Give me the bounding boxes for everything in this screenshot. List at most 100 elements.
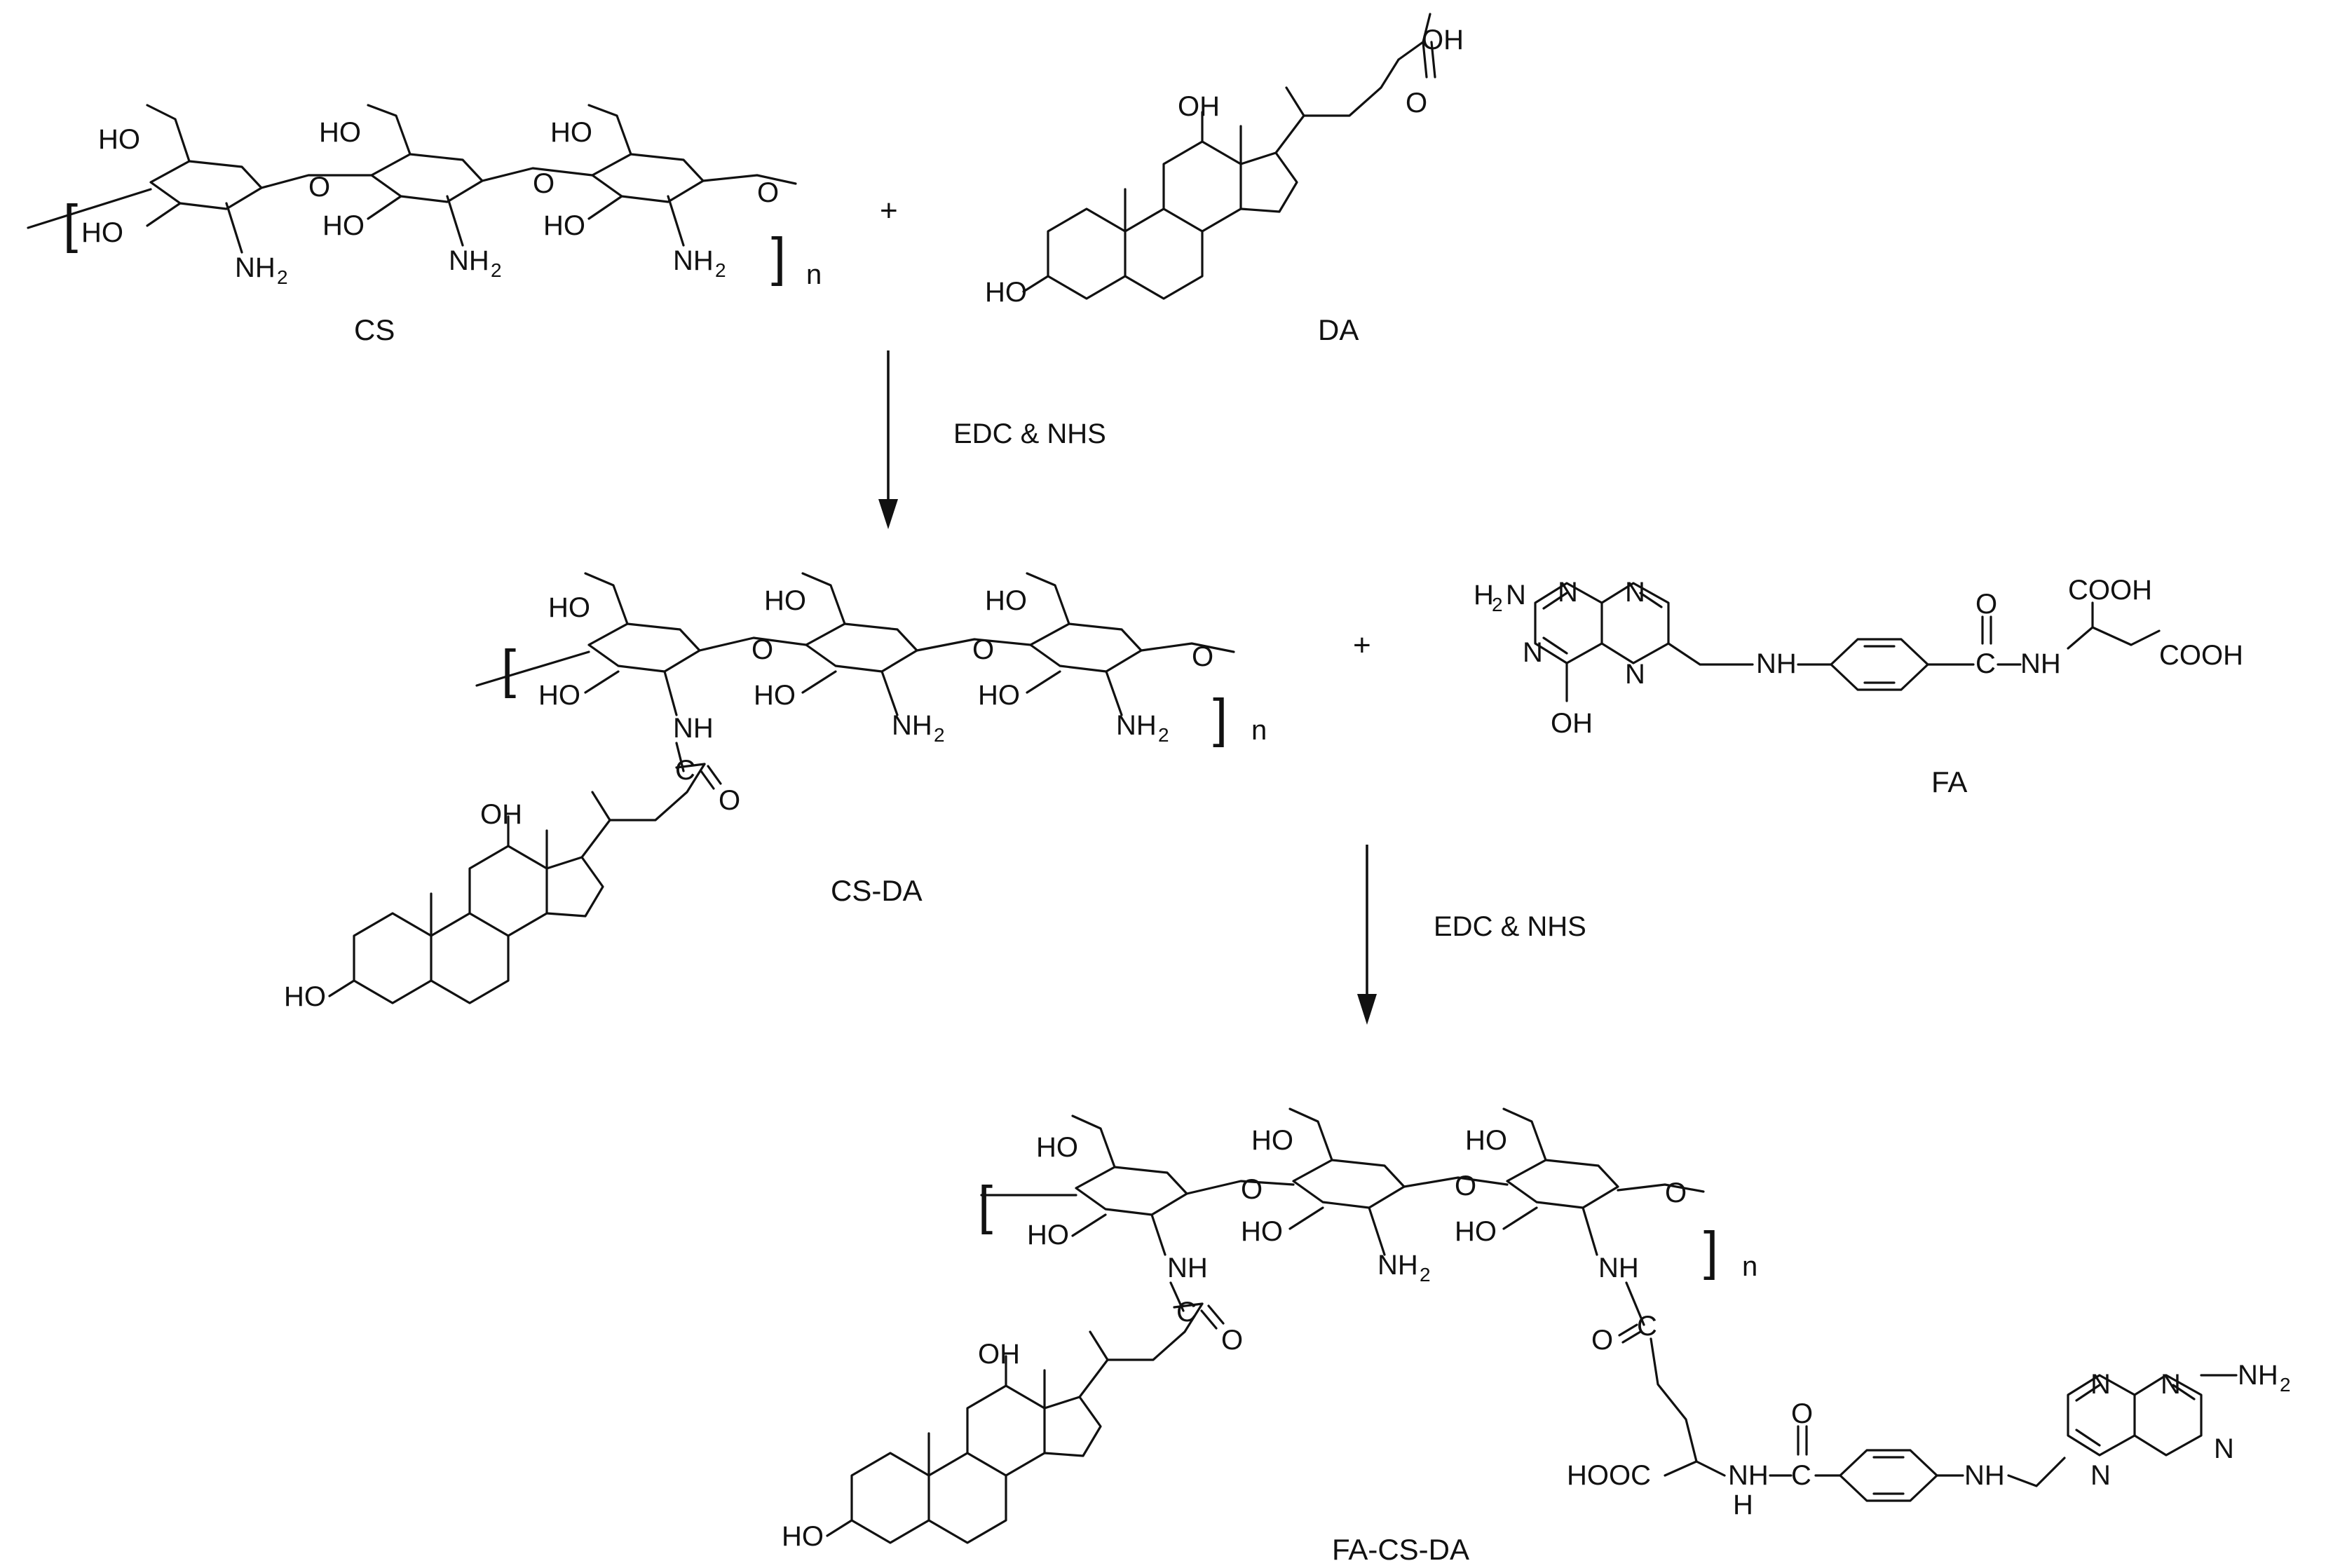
svg-text:NH: NH <box>235 252 276 283</box>
bracket-left: [ <box>978 1175 993 1235</box>
svg-text:O: O <box>308 172 330 203</box>
svg-text:O: O <box>533 168 555 199</box>
svg-text:NH: NH <box>1167 1253 1208 1283</box>
svg-text:H: H <box>1474 580 1494 611</box>
svg-text:N: N <box>2214 1433 2234 1464</box>
svg-text:2: 2 <box>934 724 945 746</box>
label-fa: FA <box>1931 765 1967 798</box>
repeat-n: n <box>1251 715 1267 746</box>
svg-text:O: O <box>1241 1174 1263 1205</box>
svg-text:HO: HO <box>1027 1220 1069 1250</box>
svg-text:N: N <box>2090 1369 2111 1400</box>
reagent-step-2: EDC & NHS <box>1434 911 1586 942</box>
svg-text:O: O <box>1791 1398 1813 1429</box>
label-cs-da: CS-DA <box>831 874 923 907</box>
bracket-right: ] <box>1213 688 1227 748</box>
svg-text:O: O <box>1406 88 1427 118</box>
svg-text:HO: HO <box>764 585 806 616</box>
svg-text:NH: NH <box>892 710 932 741</box>
svg-text:HO: HO <box>284 981 326 1012</box>
svg-text:NH: NH <box>673 245 714 276</box>
svg-text:HO: HO <box>1455 1216 1497 1247</box>
plus-sign-1: + <box>880 193 898 228</box>
svg-text:2: 2 <box>2280 1374 2291 1396</box>
svg-text:HO: HO <box>322 210 365 241</box>
svg-text:2: 2 <box>277 266 288 288</box>
svg-text:2: 2 <box>1492 594 1503 615</box>
bracket-left: [ <box>501 639 516 699</box>
svg-text:2: 2 <box>1420 1264 1431 1286</box>
svg-text:O: O <box>1192 641 1213 672</box>
svg-text:C: C <box>1176 1297 1197 1328</box>
bracket-left: [ <box>63 194 78 254</box>
svg-text:O: O <box>751 634 773 665</box>
svg-text:O: O <box>1665 1178 1687 1208</box>
svg-text:HO: HO <box>782 1521 824 1552</box>
reaction-arrow-2 <box>1357 845 1377 1025</box>
svg-text:2: 2 <box>491 259 502 281</box>
bracket-right: ] <box>1703 1221 1718 1281</box>
plus-sign-2: + <box>1353 628 1371 662</box>
svg-text:NH: NH <box>2020 648 2061 679</box>
svg-text:N: N <box>1523 637 1543 668</box>
svg-text:OH: OH <box>1551 708 1593 739</box>
svg-text:H: H <box>1733 1489 1753 1520</box>
da-structure: OH O OH HO <box>985 13 1464 308</box>
svg-text:NH: NH <box>1116 710 1157 741</box>
bracket-right: ] <box>771 227 786 287</box>
svg-text:HO: HO <box>550 117 592 148</box>
reaction-arrow-1 <box>878 350 898 529</box>
svg-text:HO: HO <box>985 585 1027 616</box>
reagent-step-1: EDC & NHS <box>953 418 1106 449</box>
svg-text:OH: OH <box>978 1339 1020 1370</box>
svg-text:NH: NH <box>673 713 714 744</box>
svg-text:N: N <box>2161 1369 2181 1400</box>
svg-text:NH: NH <box>2238 1360 2278 1391</box>
label-cs: CS <box>354 313 395 346</box>
cs-da-structure: [ ] n HO HO NH O HO HO NH 2 O HO HO NH 2… <box>284 572 1267 1012</box>
svg-text:HO: HO <box>978 680 1020 711</box>
svg-text:NH: NH <box>449 245 489 276</box>
repeat-n: n <box>806 259 822 290</box>
svg-text:N: N <box>1625 577 1645 608</box>
svg-text:COOH: COOH <box>2159 640 2243 671</box>
svg-text:NH: NH <box>1756 648 1797 679</box>
svg-text:HOOC: HOOC <box>1567 1460 1651 1491</box>
svg-text:O: O <box>1975 589 1997 620</box>
fa-cs-da-structure: [ ] n HO HO NH O HO HO NH 2 O HO HO NH O… <box>782 1107 2291 1552</box>
svg-text:OH: OH <box>1178 91 1220 122</box>
svg-text:N: N <box>1558 577 1578 608</box>
svg-text:HO: HO <box>81 217 123 248</box>
svg-text:HO: HO <box>1465 1125 1507 1156</box>
svg-text:O: O <box>1455 1171 1476 1201</box>
svg-text:O: O <box>719 785 740 816</box>
svg-text:HO: HO <box>1241 1216 1283 1247</box>
label-da: DA <box>1318 313 1359 346</box>
svg-text:N: N <box>1625 659 1645 690</box>
svg-text:C: C <box>1975 648 1996 679</box>
svg-text:HO: HO <box>754 680 796 711</box>
svg-text:HO: HO <box>319 117 361 148</box>
svg-text:O: O <box>757 177 779 208</box>
repeat-n: n <box>1742 1251 1757 1282</box>
svg-text:HO: HO <box>543 210 585 241</box>
label-fa-cs-da: FA-CS-DA <box>1332 1533 1469 1566</box>
svg-text:2: 2 <box>1158 724 1169 746</box>
svg-text:NH: NH <box>1728 1460 1769 1491</box>
svg-text:NH: NH <box>1378 1250 1418 1281</box>
svg-text:HO: HO <box>985 277 1027 308</box>
svg-text:OH: OH <box>1422 25 1464 55</box>
svg-text:2: 2 <box>715 259 726 281</box>
svg-text:C: C <box>675 755 695 786</box>
svg-text:HO: HO <box>1251 1125 1293 1156</box>
svg-text:N: N <box>1506 580 1526 611</box>
svg-text:NH: NH <box>1598 1253 1639 1283</box>
cs-structure: [ ] n HO HO NH 2 O HO HO NH 2 O HO HO NH… <box>27 104 822 290</box>
svg-text:HO: HO <box>548 592 590 623</box>
svg-text:OH: OH <box>480 799 522 830</box>
svg-text:HO: HO <box>98 124 140 155</box>
svg-text:O: O <box>1221 1325 1243 1356</box>
svg-text:O: O <box>1591 1325 1613 1356</box>
svg-text:C: C <box>1637 1311 1657 1342</box>
